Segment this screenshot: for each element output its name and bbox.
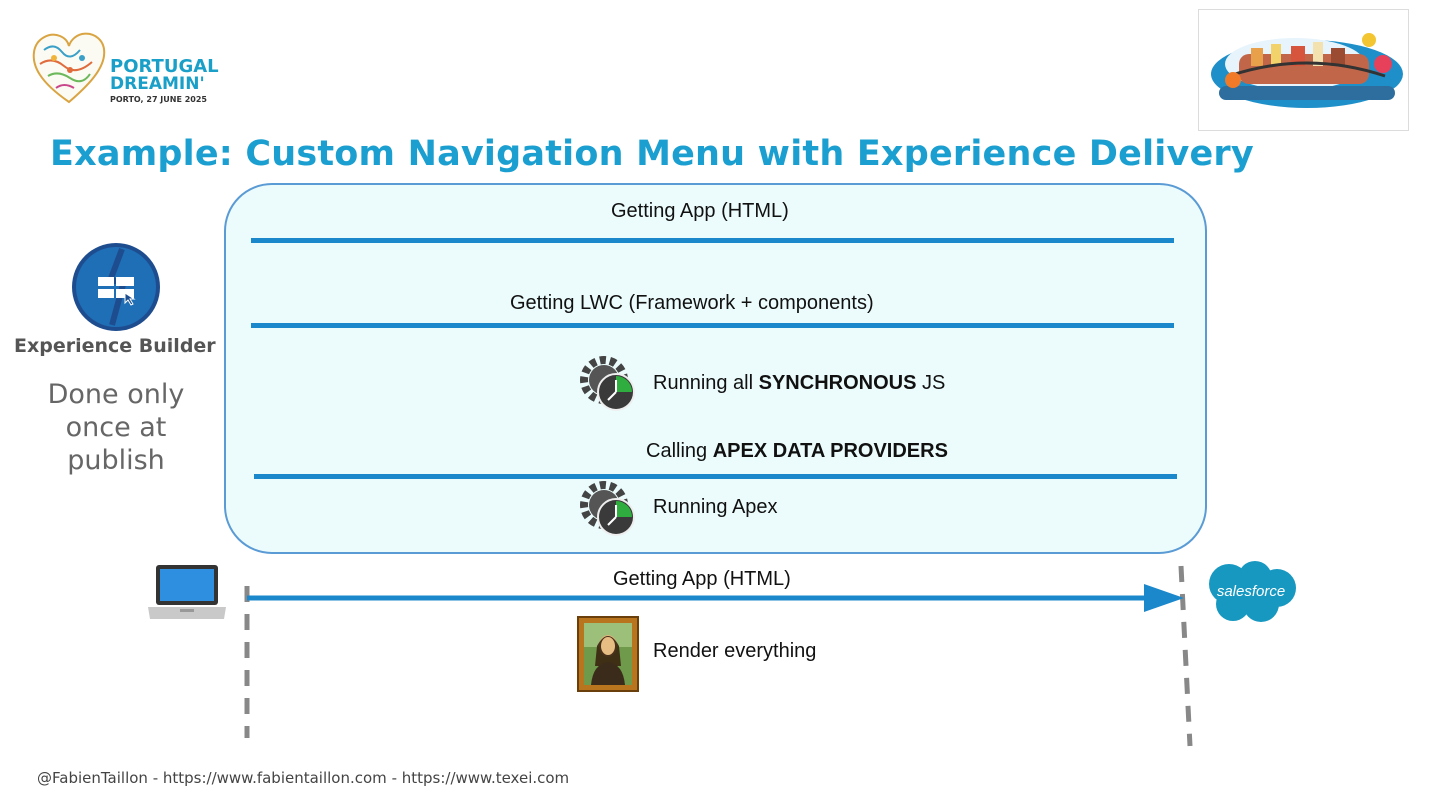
step-run-sync-js: Running all SYNCHRONOUS JS — [653, 372, 945, 395]
page-title: Example: Custom Navigation Menu with Exp… — [50, 134, 1254, 174]
gear-clock-icon — [580, 481, 635, 536]
step-run-apex: Running Apex — [653, 496, 778, 518]
divider-line-3 — [254, 474, 1177, 479]
logo-line-1: PORTUGAL — [110, 56, 219, 77]
logo-date: PORTO, 27 JUNE 2025 — [110, 95, 207, 104]
step-call-apex-prefix: Calling — [646, 440, 713, 462]
step-run-sync-bold: SYNCHRONOUS — [758, 372, 917, 394]
painting-icon — [577, 616, 639, 692]
experience-builder-icon — [72, 243, 160, 331]
footer-credits: @FabienTaillon - https://www.fabientaill… — [37, 769, 570, 787]
salesforce-label: salesforce — [1217, 583, 1285, 600]
step-client-get-app: Getting App (HTML) — [613, 568, 791, 590]
gear-clock-icon — [580, 356, 635, 411]
step-run-sync-suffix: JS — [916, 372, 946, 394]
porto-illustration — [1198, 9, 1409, 131]
publish-note: Done only once at publish — [47, 379, 185, 476]
divider-line-1 — [251, 238, 1174, 243]
step-render: Render everything — [653, 640, 817, 662]
salesforce-cloud-icon: salesforce — [1209, 561, 1296, 622]
step-call-apex: Calling APEX DATA PROVIDERS — [646, 440, 948, 463]
server-process-panel — [224, 183, 1207, 554]
logo-line-2: DREAMIN' — [110, 74, 205, 94]
porto-city-icon — [1211, 33, 1403, 108]
laptop-icon — [148, 565, 226, 619]
divider-line-2 — [251, 323, 1174, 328]
step-run-sync-prefix: Running all — [653, 372, 759, 394]
step-get-lwc: Getting LWC (Framework + components) — [510, 292, 874, 314]
experience-builder-label: Experience Builder — [14, 335, 216, 357]
step-call-apex-bold: APEX DATA PROVIDERS — [712, 440, 948, 462]
heart-logo-icon — [32, 32, 106, 104]
step-get-app-html: Getting App (HTML) — [611, 200, 789, 222]
